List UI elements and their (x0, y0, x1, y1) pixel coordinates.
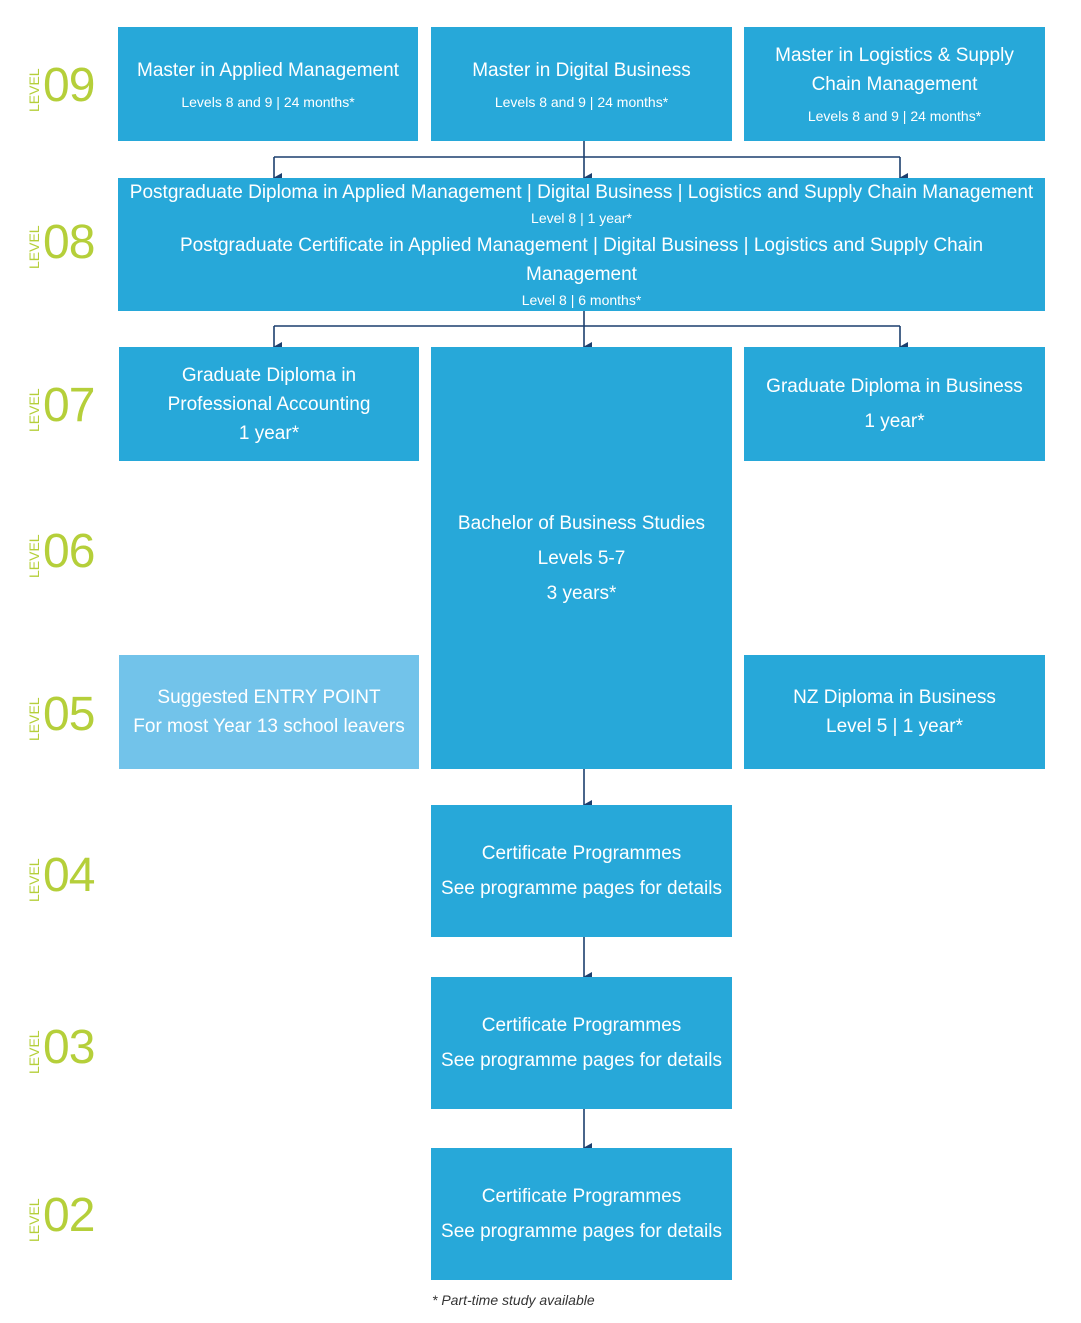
box-line2: Level 5 | 1 year* (826, 716, 963, 737)
box-detail: See programme pages for details (441, 1221, 722, 1242)
postgrad-certificate-detail: Level 8 | 6 months* (521, 292, 642, 308)
box-line1: NZ Diploma in Business (793, 687, 996, 708)
level-label-06: LEVEL 06 (26, 524, 116, 584)
box-title-line1: Master in Logistics & Supply (775, 45, 1014, 66)
box-line1: Bachelor of Business Studies (457, 512, 706, 534)
box-grad-diploma-business: Graduate Diploma in Business 1 year* (744, 347, 1045, 461)
box-bachelor-business-studies: Bachelor of Business Studies Levels 5-7 … (431, 347, 732, 769)
box-line2: For most Year 13 school leavers (133, 716, 405, 737)
box-master-logistics: Master in Logistics & Supply Chain Manag… (744, 27, 1045, 141)
level-number: 06 (43, 525, 95, 578)
box-detail: See programme pages for details (441, 1050, 722, 1071)
box-certificate-level-4: Certificate Programmes See programme pag… (431, 805, 732, 937)
box-line1: Suggested ENTRY POINT (157, 687, 381, 708)
box-line2: Professional Accounting (167, 393, 371, 415)
level-label-02: LEVEL 02 (26, 1188, 116, 1248)
box-master-digital-business: Master in Digital Business Levels 8 and … (431, 27, 732, 141)
level-label-08: LEVEL 08 (26, 215, 116, 275)
box-title: Master in Applied Management (137, 59, 399, 81)
box-line3: 1 year* (238, 422, 300, 444)
box-nz-diploma-business: NZ Diploma in Business Level 5 | 1 year* (744, 655, 1045, 769)
box-line2: Levels 5-7 (537, 547, 626, 569)
box-title: Certificate Programmes (481, 1186, 682, 1207)
postgrad-diploma-detail: Level 8 | 1 year* (531, 210, 632, 226)
box-detail: Levels 8 and 9 | 24 months* (181, 93, 355, 110)
box-detail: Levels 8 and 9 | 24 months* (494, 93, 669, 110)
box-line2: 1 year* (864, 411, 925, 432)
box-postgraduate: Postgraduate Diploma in Applied Manageme… (118, 178, 1045, 311)
box-detail: See programme pages for details (441, 878, 722, 899)
level-label-03: LEVEL 03 (26, 1020, 116, 1080)
level-number: 02 (43, 1189, 95, 1242)
box-line3: 3 years* (546, 582, 617, 604)
box-line1: Graduate Diploma in (181, 364, 357, 386)
level-number: 09 (43, 59, 95, 112)
level-number: 08 (43, 216, 95, 269)
level-number: 04 (43, 849, 95, 902)
level-label-09: LEVEL 09 (26, 58, 116, 118)
footnote: * Part-time study available (432, 1292, 595, 1308)
box-certificate-level-2: Certificate Programmes See programme pag… (431, 1148, 732, 1280)
postgrad-certificate-title: Postgraduate Certificate in Applied Mana… (179, 235, 984, 285)
level-label-07: LEVEL 07 (26, 378, 116, 438)
box-grad-diploma-accounting: Graduate Diploma in Professional Account… (119, 347, 419, 461)
level-label-05: LEVEL 05 (26, 687, 116, 747)
box-title: Certificate Programmes (481, 1015, 682, 1036)
postgrad-diploma-title: Postgraduate Diploma in Applied Manageme… (129, 182, 1034, 203)
box-master-applied-management: Master in Applied Management Levels 8 an… (118, 27, 418, 141)
level-number: 07 (43, 379, 95, 432)
box-entry-point: Suggested ENTRY POINT For most Year 13 s… (119, 655, 419, 769)
level-number: 03 (43, 1021, 95, 1074)
box-title: Master in Digital Business (472, 59, 691, 81)
box-detail: Levels 8 and 9 | 24 months* (807, 108, 982, 124)
level-label-04: LEVEL 04 (26, 848, 116, 908)
box-title-line2: Chain Management (811, 74, 978, 95)
level-number: 05 (43, 688, 95, 741)
box-certificate-level-3: Certificate Programmes See programme pag… (431, 977, 732, 1109)
box-line1: Graduate Diploma in Business (766, 376, 1023, 397)
box-title: Certificate Programmes (481, 843, 682, 864)
